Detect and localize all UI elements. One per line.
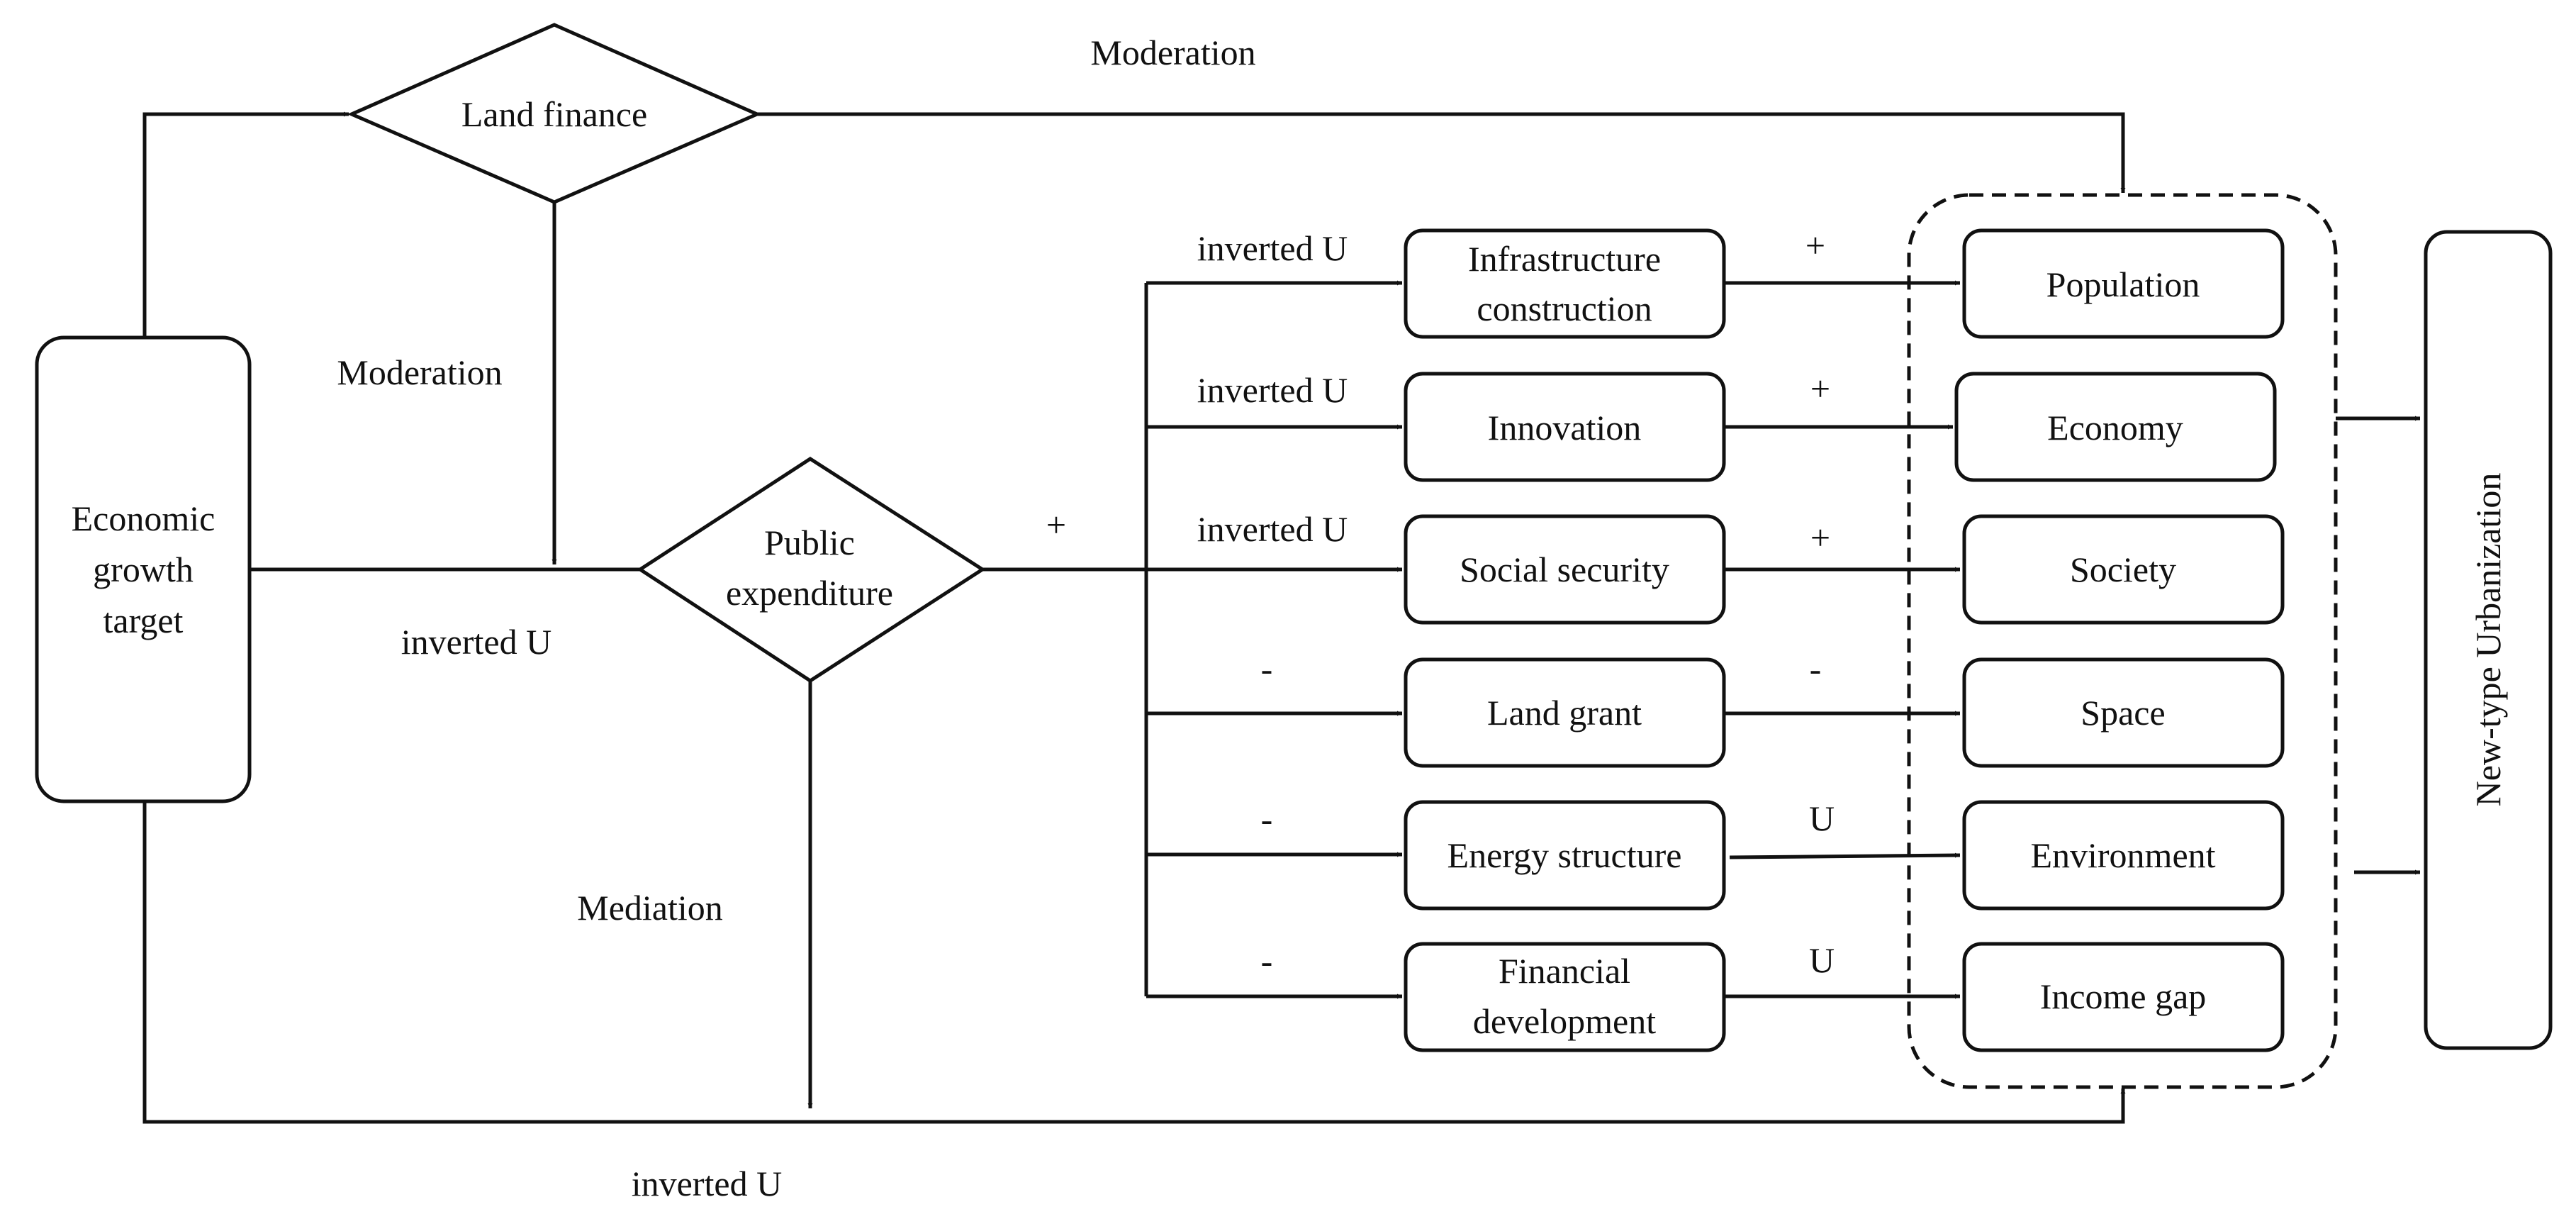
label-plus-public: + xyxy=(1046,505,1066,545)
label-innovation-out: + xyxy=(1810,369,1830,408)
node-new-type-urbanization: New-type Urbanization xyxy=(2424,230,2553,1050)
node-space: Space xyxy=(1962,657,2285,768)
node-land-finance-label: Land finance xyxy=(461,94,647,134)
node-land-grant-label: Land grant xyxy=(1487,693,1642,733)
node-space-label: Space xyxy=(2081,693,2165,733)
node-infrastructure-line2: construction xyxy=(1477,289,1652,328)
node-economic-growth-target-line3: target xyxy=(103,601,184,640)
node-land-finance: Land finance xyxy=(347,23,762,204)
label-energy-structure-out: U xyxy=(1809,798,1835,838)
edge-energy-structure-to-environment xyxy=(1729,852,1961,859)
label-social-security-in: inverted U xyxy=(1197,509,1348,549)
label-infrastructure-in: inverted U xyxy=(1197,228,1348,268)
label-inverted-u-main: inverted U xyxy=(401,622,551,662)
label-land-grant-out: - xyxy=(1810,649,1822,689)
label-inverted-u-bottom: inverted U xyxy=(632,1164,782,1203)
node-income-gap-label: Income gap xyxy=(2040,976,2207,1016)
edge-land-finance-to-outcomes xyxy=(757,112,2126,193)
node-environment-label: Environment xyxy=(2030,835,2215,875)
node-economy: Economy xyxy=(1954,372,2277,482)
node-infrastructure-construction: Infrastructure construction xyxy=(1404,228,1726,339)
node-economic-growth-target: Economic growth target xyxy=(35,335,252,803)
label-energy-structure-in: - xyxy=(1261,799,1273,839)
node-public-expenditure: Public expenditure xyxy=(637,457,986,683)
label-infrastructure-out: + xyxy=(1805,226,1825,265)
node-energy-structure-label: Energy structure xyxy=(1447,835,1682,875)
node-economic-growth-target-line1: Economic xyxy=(72,499,215,538)
edge-growth-to-land-finance xyxy=(142,111,349,338)
node-infrastructure-line1: Infrastructure xyxy=(1468,239,1661,279)
node-financial-development-line2: development xyxy=(1473,1001,1656,1041)
node-social-security: Social security xyxy=(1404,514,1726,625)
node-new-type-urbanization-label: New-type Urbanization xyxy=(2468,473,2508,807)
label-innovation-in: inverted U xyxy=(1197,370,1348,410)
node-income-gap: Income gap xyxy=(1962,942,2285,1052)
label-financial-development-out: U xyxy=(1809,940,1835,980)
node-financial-development-line1: Financial xyxy=(1499,951,1630,991)
node-social-security-label: Social security xyxy=(1460,550,1669,589)
node-energy-structure: Energy structure xyxy=(1404,800,1726,911)
label-mediation: Mediation xyxy=(577,888,723,928)
node-society-label: Society xyxy=(2070,550,2176,589)
urbanization-dimensions-group xyxy=(1907,193,2338,1089)
node-economic-growth-target-line2: growth xyxy=(93,550,194,589)
edge-growth-to-outcomes-bottom xyxy=(142,801,2126,1124)
node-public-expenditure-line2: expenditure xyxy=(726,573,893,613)
node-innovation-label: Innovation xyxy=(1488,408,1642,447)
label-moderation-left: Moderation xyxy=(337,352,502,392)
node-society: Society xyxy=(1962,514,2285,625)
label-social-security-out: + xyxy=(1810,518,1830,557)
label-financial-development-in: - xyxy=(1261,941,1273,981)
node-economy-label: Economy xyxy=(2047,408,2183,447)
label-land-grant-in: - xyxy=(1261,649,1273,689)
node-population: Population xyxy=(1962,228,2285,339)
node-public-expenditure-line1: Public xyxy=(764,523,855,562)
node-innovation: Innovation xyxy=(1404,372,1726,482)
label-moderation-top: Moderation xyxy=(1090,33,1255,72)
node-financial-development: Financial development xyxy=(1404,942,1726,1052)
node-environment: Environment xyxy=(1962,800,2285,911)
node-land-grant: Land grant xyxy=(1404,657,1726,768)
node-population-label: Population xyxy=(2046,265,2200,304)
